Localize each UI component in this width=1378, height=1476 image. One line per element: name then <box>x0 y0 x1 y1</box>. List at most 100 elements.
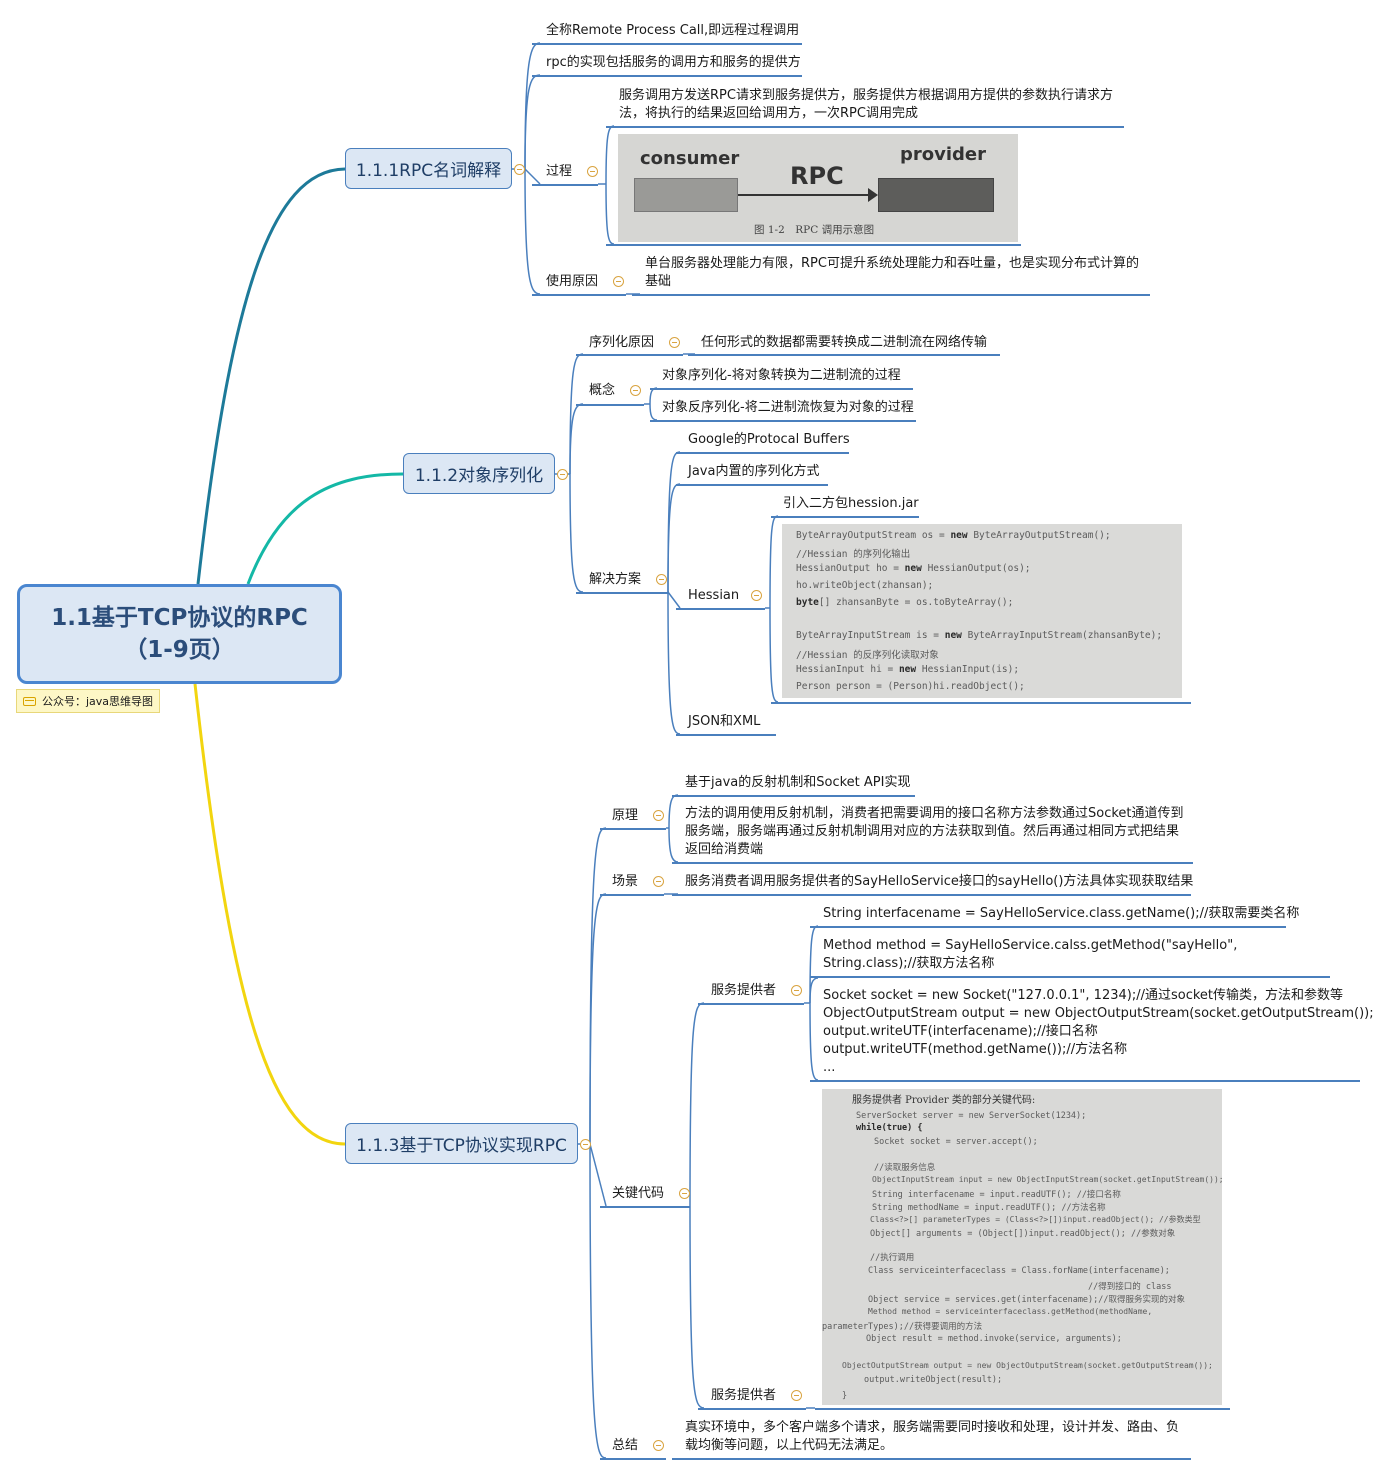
collapse-icon[interactable] <box>669 337 680 348</box>
serialization-reason-text[interactable]: 任何形式的数据都需要转换成二进制流在网络传输 <box>701 335 988 350</box>
principle-reflection[interactable]: 基于java的反射机制和Socket API实现 <box>685 775 911 790</box>
code-line: //得到接口的 class <box>1088 1282 1172 1292</box>
underline <box>600 1458 666 1460</box>
code-line: //读取服务信息 <box>874 1163 936 1173</box>
code-line: 服务提供者 Provider 类的部分关键代码: <box>852 1095 1036 1106</box>
consumer-label: consumer <box>640 148 740 169</box>
code-line: Class serviceinterfaceclass = Class.forN… <box>868 1266 1170 1276</box>
collapse-icon[interactable] <box>679 1188 690 1199</box>
underline <box>698 1408 806 1410</box>
diagram-caption: 图 1-2 RPC 调用示意图 <box>754 224 875 236</box>
collapse-icon[interactable] <box>613 276 624 287</box>
code-line: String methodName = input.readUTF(); //方… <box>872 1203 1106 1213</box>
solution-java-builtin[interactable]: Java内置的序列化方式 <box>688 464 820 479</box>
concept-serialize[interactable]: 对象序列化-将对象转换为二进制流的过程 <box>662 368 901 383</box>
code-line: Object service = services.get(interfacen… <box>868 1295 1186 1305</box>
underline <box>672 795 915 797</box>
topic-serialization-reason[interactable]: 序列化原因 <box>589 335 655 350</box>
underline <box>810 976 1330 978</box>
code-line: while(true) { <box>856 1123 923 1133</box>
collapse-icon[interactable] <box>751 590 762 601</box>
solution-hessian[interactable]: Hessian <box>688 588 740 603</box>
collapse-icon[interactable] <box>791 1390 802 1401</box>
solution-protocol-buffers[interactable]: Google的Protocal Buffers <box>688 432 850 447</box>
topic-process[interactable]: 过程 <box>546 164 573 179</box>
underline <box>672 1458 1191 1460</box>
reason-text[interactable]: 单台服务器处理能力有限，RPC可提升系统处理能力和吞吐量，也是实现分布式计算的基… <box>645 256 1139 289</box>
underline <box>650 420 916 422</box>
topic-object-serialization-label: 1.1.2对象序列化 <box>414 466 544 486</box>
collapse-icon[interactable] <box>557 469 568 480</box>
code-line: String interfacename = input.readUTF(); … <box>872 1190 1121 1200</box>
scene-text[interactable]: 服务消费者调用服务提供者的SayHelloService接口的sayHello(… <box>685 874 1194 889</box>
collapse-icon[interactable] <box>653 876 664 887</box>
branch-line-3 <box>193 683 346 1146</box>
code-line: ObjectInputStream input = new ObjectInpu… <box>872 1175 1222 1184</box>
topic-concept[interactable]: 概念 <box>589 383 616 398</box>
code-socket-line: output.writeUTF(interfacename);//接口名称 <box>823 1024 1098 1039</box>
code-line: Object[] arguments = (Object[])input.rea… <box>870 1229 1176 1239</box>
concept-deserialize[interactable]: 对象反序列化-将二进制流恢复为对象的过程 <box>662 400 914 415</box>
code-socket-line: ... <box>823 1060 836 1075</box>
collapse-icon[interactable] <box>791 985 802 996</box>
topic-object-serialization[interactable]: 1.1.2对象序列化 <box>403 453 555 494</box>
code-socket-line: output.writeUTF(method.getName());//方法名称 <box>823 1042 1128 1057</box>
rpc-full-name[interactable]: 全称Remote Process Call,即远程过程调用 <box>546 23 800 38</box>
collapse-icon[interactable] <box>653 1440 664 1451</box>
code-line: Class<?>[] parameterTypes = (Class<?>[])… <box>870 1215 1201 1224</box>
code-get-interface-name[interactable]: String interfacename = SayHelloService.c… <box>823 906 1300 921</box>
process-text[interactable]: 服务调用方发送RPC请求到服务提供方，服务提供方根据调用方提供的参数执行请求方法… <box>619 88 1113 121</box>
topic-tcp-rpc[interactable]: 1.1.3基于TCP协议实现RPC <box>345 1123 578 1164</box>
root-topic[interactable]: 1.1基于TCP协议的RPC （1-9页） <box>17 584 342 684</box>
rpc-arrow-label: RPC <box>790 162 844 190</box>
underline <box>650 388 913 390</box>
hessian-code-image: ByteArrayOutputStream os = new ByteArray… <box>782 524 1182 698</box>
root-note[interactable]: 公众号：java思维导图 <box>16 689 160 713</box>
underline <box>676 734 776 736</box>
hessian-jar[interactable]: 引入二方包hession.jar <box>783 496 919 511</box>
topic-summary[interactable]: 总结 <box>612 1438 639 1453</box>
collapse-icon[interactable] <box>630 385 641 396</box>
code-line: HessianInput hi = new HessianInput(is); <box>796 664 1020 675</box>
code-line: Socket socket = server.accept(); <box>874 1137 1038 1147</box>
topic-scene[interactable]: 场景 <box>612 874 639 889</box>
topic-provider-1[interactable]: 服务提供者 <box>711 983 777 998</box>
topic-solutions[interactable]: 解决方案 <box>589 572 642 587</box>
provider-label: provider <box>900 144 987 165</box>
topic-key-code[interactable]: 关键代码 <box>612 1186 665 1201</box>
code-socket-line: ObjectOutputStream output = new ObjectOu… <box>823 1006 1374 1021</box>
rpc-impl[interactable]: rpc的实现包括服务的调用方和服务的提供方 <box>546 55 801 70</box>
solution-json-xml[interactable]: JSON和XML <box>688 714 761 729</box>
topic-principle[interactable]: 原理 <box>612 808 639 823</box>
underline <box>606 244 1021 246</box>
code-line: parameterTypes);//获得要调用的方法 <box>822 1322 983 1332</box>
code-line: Object result = method.invoke(service, a… <box>866 1334 1122 1344</box>
collapse-icon[interactable] <box>580 1139 591 1150</box>
root-title-line2: （1-9页） <box>124 637 235 663</box>
code-line: } <box>842 1391 848 1401</box>
summary-text[interactable]: 真实环境中，多个客户端多个请求，服务端需要同时接收和处理，设计并发、路由、负载均… <box>685 1420 1180 1453</box>
code-line: HessianOutput ho = new HessianOutput(os)… <box>796 563 1031 574</box>
underline <box>576 404 644 406</box>
root-title-line1: 1.1基于TCP协议的RPC <box>51 605 308 631</box>
code-socket[interactable]: Socket socket = new Socket("127.0.0.1", … <box>823 987 1374 1077</box>
underline <box>688 354 1000 356</box>
underline <box>815 1408 1230 1410</box>
collapse-icon[interactable] <box>587 166 598 177</box>
underline <box>532 75 802 77</box>
collapse-icon[interactable] <box>514 164 525 175</box>
code-get-method[interactable]: Method method = SayHelloService.calss.ge… <box>823 938 1238 971</box>
collapse-icon[interactable] <box>653 810 664 821</box>
topic-rpc-definition[interactable]: 1.1.1RPC名词解释 <box>345 148 512 189</box>
rpc-arrow-line <box>738 194 870 196</box>
principle-detail[interactable]: 方法的调用使用反射机制，消费者把需要调用的接口名称方法参数通过Socket通道传… <box>685 806 1184 857</box>
underline <box>600 1206 690 1208</box>
underline <box>600 828 666 830</box>
code-line: ByteArrayOutputStream os = new ByteArray… <box>796 530 1111 541</box>
topic-reason[interactable]: 使用原因 <box>546 274 599 289</box>
topic-provider-2[interactable]: 服务提供者 <box>711 1388 777 1403</box>
underline <box>698 1003 804 1005</box>
code-line: Person person = (Person)hi.readObject(); <box>796 681 1025 692</box>
collapse-icon[interactable] <box>656 574 667 585</box>
underline <box>676 484 828 486</box>
